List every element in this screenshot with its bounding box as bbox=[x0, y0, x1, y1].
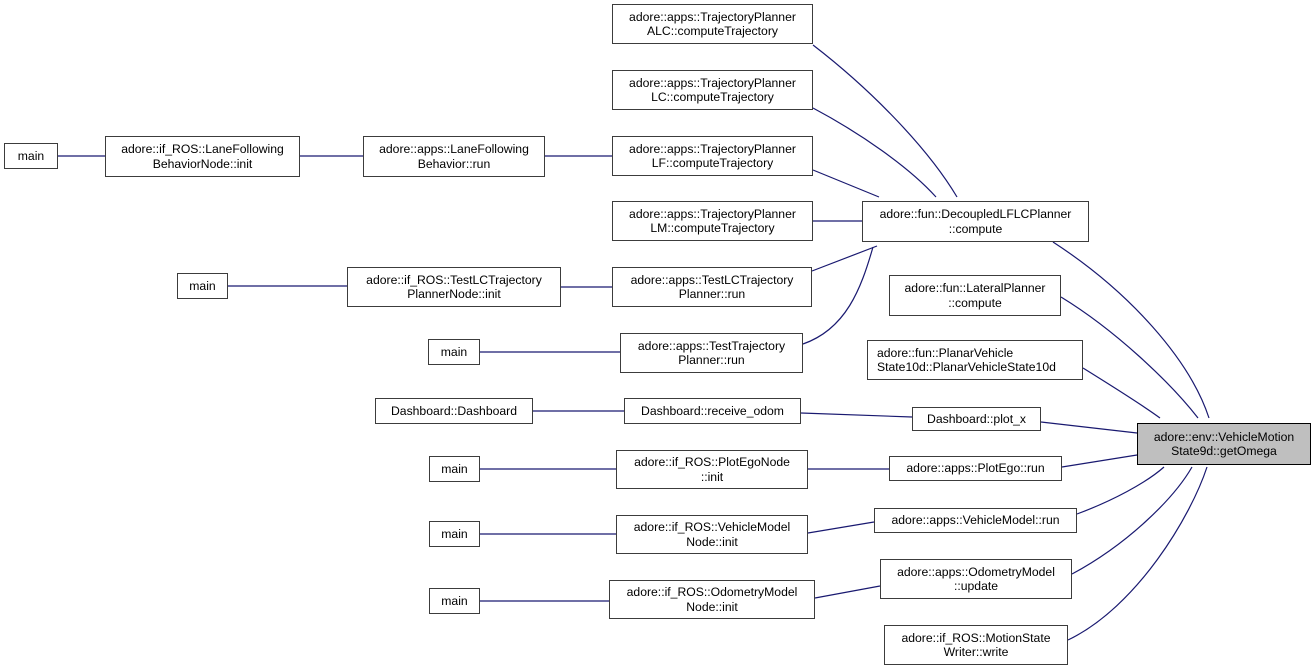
call-edge-dashboard-receive-odom--dashboard-plot-x bbox=[800, 412, 913, 418]
graph-node-label: Planner::run bbox=[678, 353, 745, 367]
graph-node-dashboard-plot-x[interactable]: Dashboard::plot_x bbox=[912, 407, 1041, 431]
graph-node-main-1[interactable]: main bbox=[4, 143, 58, 169]
graph-node-label: adore::apps::VehicleModel::run bbox=[891, 513, 1060, 528]
graph-node-label: main bbox=[441, 526, 468, 541]
graph-node-label: main bbox=[17, 148, 45, 163]
call-edge-dashboard-plot-x--vehicle-motion-state9d-get-omega bbox=[1040, 421, 1138, 434]
graph-node-label: adore::apps::TestLCTrajectory bbox=[630, 272, 794, 287]
graph-node-dashboard-receive-odom[interactable]: Dashboard::receive_odom bbox=[624, 398, 801, 424]
graph-node-main-3[interactable]: main bbox=[428, 339, 480, 365]
graph-node-label: main bbox=[189, 278, 216, 293]
graph-node-main-5[interactable]: main bbox=[429, 521, 480, 547]
call-edge-lateral-planner-compute--vehicle-motion-state9d-get-omega bbox=[1060, 296, 1199, 419]
graph-node-label: ::update bbox=[953, 579, 999, 593]
graph-node-label: adore::if_ROS::PlotEgoNode bbox=[634, 455, 790, 469]
graph-node-label: LC::computeTrajectory bbox=[651, 90, 774, 104]
graph-node-label: main bbox=[440, 344, 468, 359]
graph-node-lateral-planner-compute[interactable]: adore::fun::LateralPlanner::compute bbox=[889, 275, 1061, 316]
graph-node-label: LM::computeTrajectory bbox=[650, 221, 775, 235]
graph-node-label: ::compute bbox=[948, 221, 1003, 236]
call-edge-vehicle-model-run--vehicle-motion-state9d-get-omega bbox=[1076, 466, 1165, 515]
call-edge-odometry-model-node-init--odometry-model-update bbox=[814, 585, 881, 599]
graph-node-label: main bbox=[441, 593, 468, 608]
call-edge-test-trajectory-planner-run--decoupled-lflc-planner-compute bbox=[802, 246, 874, 345]
graph-node-vehicle-model-run[interactable]: adore::apps::VehicleModel::run bbox=[874, 508, 1077, 533]
call-edge-vehicle-model-node-init--vehicle-model-run bbox=[807, 521, 875, 534]
graph-node-label: adore::apps::TrajectoryPlanner bbox=[629, 75, 796, 90]
graph-node-main-4[interactable]: main bbox=[429, 456, 480, 482]
graph-node-plot-ego-node-init[interactable]: adore::if_ROS::PlotEgoNode::init bbox=[616, 450, 808, 489]
call-edge-trajectory-planner-lf-compute-trajectory--decoupled-lflc-planner-compute bbox=[812, 169, 880, 198]
graph-node-plot-ego-run[interactable]: adore::apps::PlotEgo::run bbox=[889, 456, 1062, 481]
graph-node-main-2[interactable]: main bbox=[177, 273, 228, 299]
call-edge-plot-ego-run--vehicle-motion-state9d-get-omega bbox=[1061, 454, 1138, 468]
graph-node-label: Node::init bbox=[686, 534, 738, 549]
graph-node-label: adore::if_ROS::OdometryModel bbox=[626, 585, 798, 599]
graph-node-label: adore::apps::TrajectoryPlanner bbox=[629, 206, 796, 221]
graph-node-label: main bbox=[441, 461, 468, 476]
graph-node-label: adore::fun::DecoupledLFLCPlanner bbox=[879, 207, 1072, 221]
call-edge-trajectory-planner-lc-compute-trajectory--decoupled-lflc-planner-compute bbox=[812, 107, 937, 198]
graph-node-label: Dashboard::plot_x bbox=[927, 411, 1026, 426]
graph-node-label: adore::apps::TrajectoryPlanner bbox=[629, 141, 796, 156]
graph-node-label: Dashboard::receive_odom bbox=[641, 403, 784, 418]
graph-node-main-6[interactable]: main bbox=[429, 588, 480, 614]
graph-node-label: adore::fun::LateralPlanner bbox=[904, 281, 1046, 295]
graph-node-label: adore::apps::PlotEgo::run bbox=[906, 461, 1045, 476]
graph-node-label: PlannerNode::init bbox=[407, 287, 501, 301]
call-edge-odometry-model-update--vehicle-motion-state9d-get-omega bbox=[1071, 466, 1193, 575]
graph-node-label: adore::apps::OdometryModel bbox=[897, 564, 1055, 579]
graph-node-label: State9d::getOmega bbox=[1171, 444, 1277, 458]
graph-node-label: ALC::computeTrajectory bbox=[647, 24, 778, 38]
call-edge-motion-state-writer-write--vehicle-motion-state9d-get-omega bbox=[1067, 466, 1208, 641]
graph-node-label: adore::if_ROS::LaneFollowing bbox=[121, 142, 284, 156]
graph-node-label: Planner::run bbox=[678, 287, 746, 301]
graph-node-label: adore::apps::TestTrajectory bbox=[637, 338, 786, 353]
graph-node-label: adore::apps::TrajectoryPlanner bbox=[629, 9, 796, 24]
graph-node-label: BehaviorNode::init bbox=[152, 156, 253, 171]
graph-node-label: adore::env::VehicleMotion bbox=[1153, 429, 1295, 444]
graph-node-label: State10d::PlanarVehicleState10d bbox=[877, 360, 1056, 374]
graph-node-label: adore::if_ROS::TestLCTrajectory bbox=[366, 272, 542, 287]
graph-node-label: adore::apps::LaneFollowing bbox=[379, 142, 529, 156]
graph-node-label: Node::init bbox=[686, 599, 738, 614]
graph-node-label: Behavior::run bbox=[417, 156, 491, 171]
graph-node-label: adore::fun::PlanarVehicle bbox=[877, 345, 1014, 360]
call-edge-test-lc-trajectory-planner-run--decoupled-lflc-planner-compute bbox=[811, 245, 878, 272]
call-edge-decoupled-lflc-planner-compute--vehicle-motion-state9d-get-omega bbox=[1052, 241, 1210, 419]
graph-node-dashboard-dashboard[interactable]: Dashboard::Dashboard bbox=[375, 398, 533, 424]
graph-node-label: ::init bbox=[700, 469, 724, 484]
graph-node-label: LF::computeTrajectory bbox=[651, 156, 774, 170]
graph-node-odometry-model-update[interactable]: adore::apps::OdometryModel::update bbox=[880, 559, 1072, 599]
graph-node-label: adore::if_ROS::MotionState bbox=[901, 630, 1051, 645]
graph-node-label: ::compute bbox=[948, 295, 1002, 310]
call-edge-planar-vehicle-state10d-constructor--vehicle-motion-state9d-get-omega bbox=[1082, 367, 1161, 419]
graph-node-label: adore::if_ROS::VehicleModel bbox=[633, 520, 791, 534]
graph-node-label: Writer::write bbox=[943, 645, 1009, 659]
graph-node-decoupled-lflc-planner-compute[interactable]: adore::fun::DecoupledLFLCPlanner::comput… bbox=[862, 201, 1089, 242]
call-edge-trajectory-planner-alc-compute-trajectory--decoupled-lflc-planner-compute bbox=[812, 44, 958, 198]
graph-node-label: Dashboard::Dashboard bbox=[390, 403, 518, 418]
